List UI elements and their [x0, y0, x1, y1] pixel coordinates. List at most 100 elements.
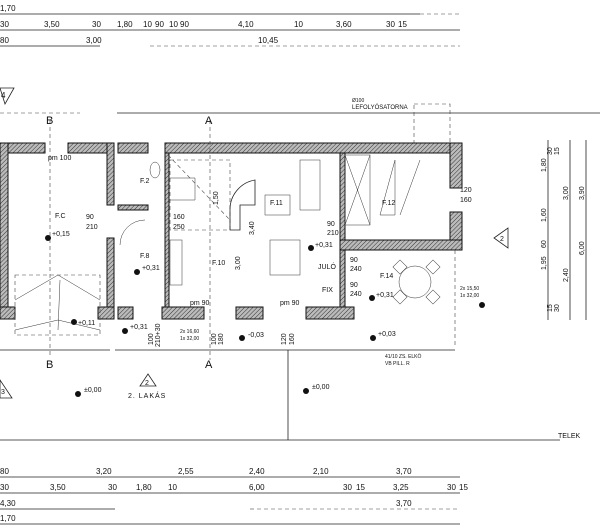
dim-label: 4,10 — [238, 20, 254, 29]
dim-label: 10,45 — [258, 36, 279, 45]
dim-label: 30 — [386, 20, 395, 29]
opening-label: 90 — [86, 214, 94, 221]
dim-label: 1,50 — [213, 191, 220, 205]
dim-label: 3,25 — [393, 483, 409, 492]
neighbor-label: TELEK — [558, 433, 581, 440]
dim-label: 6,00 — [579, 241, 586, 255]
right-dimension-chain: 1,80 3,00 1,60 3,90 1,95 2,40 6,00 60 30… — [541, 140, 587, 320]
opening-label: pm 90 — [190, 300, 210, 307]
room-label: F.12 — [382, 200, 395, 207]
dim-label: 3,70 — [396, 467, 412, 476]
opening-label: 120 — [281, 333, 288, 345]
dim-label: 10 — [143, 20, 152, 29]
level-label: ±0,00 — [312, 384, 330, 391]
dim-label: 1,80 — [136, 483, 152, 492]
view-marker — [139, 373, 157, 387]
interior-details — [0, 120, 560, 441]
dim-label: 30 — [554, 304, 561, 312]
opening-label: 90 — [350, 282, 358, 289]
dim-label: 3,00 — [235, 256, 242, 270]
dim-label: 10 — [169, 20, 178, 29]
view-marker-label: 2 — [500, 236, 504, 243]
bottom-dimension-chain: 80 3,20 2,55 2,40 2,10 3,70 30 3,50 30 1… — [0, 467, 468, 525]
opening-label: 180 — [218, 333, 225, 345]
opening-label: pm 90 — [280, 300, 300, 307]
view-marker-label: 2 — [145, 380, 149, 387]
top-dimension-chain: 1,70 30 3,50 30 1,80 10 90 10 90 4,10 10… — [0, 4, 460, 47]
room-label: F.11 — [270, 200, 283, 207]
section-mark-a-bottom: A — [205, 359, 213, 371]
dim-label: 10 — [294, 20, 303, 29]
dim-label: 2,10 — [313, 467, 329, 476]
room-label: F.10 — [212, 260, 225, 267]
view-marker — [493, 227, 509, 249]
opening-label: 210+30 — [155, 323, 162, 347]
dim-label: 30 — [547, 147, 554, 155]
opening-label: 240 — [350, 291, 362, 298]
level-label: +0,03 — [378, 331, 396, 338]
opening-labels: pm 100 pm 90 pm 90 90 210 160 250 90 210… — [48, 155, 472, 347]
level-label: +0,31 — [130, 324, 148, 331]
dim-label: 30 — [92, 20, 101, 29]
dim-label: 3,50 — [44, 20, 60, 29]
opening-label: 120 — [460, 187, 472, 194]
dim-label: 80 — [0, 467, 9, 476]
dim-label: 15 — [459, 483, 468, 492]
opening-label: 90 — [350, 257, 358, 264]
view-marker-label: 4 — [1, 91, 6, 100]
dim-label: 3,90 — [579, 186, 586, 200]
dim-label: 3,50 — [50, 483, 66, 492]
dim-label: 30 — [447, 483, 456, 492]
opening-label: 160 — [173, 214, 185, 221]
level-label: +0,31 — [376, 292, 394, 299]
dim-label: 90 — [180, 20, 189, 29]
dim-label: 3,00 — [563, 186, 570, 200]
gutter-label: LEFOLYÓSATORNA — [352, 104, 408, 111]
opening-label: 160 — [289, 333, 296, 345]
balcony-label: JULÓ — [318, 262, 336, 271]
dim-label: 3,40 — [249, 221, 256, 235]
opening-label: 100 — [148, 333, 155, 345]
room-label: F.C — [55, 213, 66, 220]
view-marker — [0, 379, 13, 399]
level-label: -0,03 — [248, 332, 264, 339]
stair-note: 2x 16,60 — [180, 329, 199, 335]
dim-label: 15 — [554, 147, 561, 155]
dim-label: 30 — [343, 483, 352, 492]
dim-label: 15 — [398, 20, 407, 29]
fix-label: FIX — [322, 287, 333, 294]
stair-note: 1x 32,00 — [180, 336, 199, 342]
dim-label: 2,55 — [178, 467, 194, 476]
opening-label: 210 — [327, 230, 339, 237]
dim-label: 90 — [155, 20, 164, 29]
level-label: +0,11 — [78, 320, 95, 327]
dim-label: 30 — [0, 20, 9, 29]
opening-label: 250 — [173, 224, 185, 231]
view-marker — [0, 87, 15, 106]
walls — [0, 142, 463, 320]
dim-label: 1,95 — [541, 256, 548, 270]
level-label: ±0,00 — [84, 387, 102, 394]
level-markers: +0,15 +0,31 +0,31 +0,31 +0,31 +0,11 -0,0… — [45, 231, 485, 397]
dim-label: 3,60 — [336, 20, 352, 29]
dim-label: 1,70 — [0, 514, 16, 523]
gutter-prefix: Ø100 — [352, 98, 364, 104]
dim-label: 80 — [0, 36, 9, 45]
dim-label: 1,70 — [0, 4, 16, 13]
dim-label: 15 — [356, 483, 365, 492]
dim-label: 6,00 — [249, 483, 265, 492]
level-label: +0,15 — [52, 231, 70, 238]
level-label: +0,31 — [315, 242, 333, 249]
roof-note: 41/10 ZS. ELKÖ — [385, 353, 422, 360]
roof-note: VB PILL. R — [385, 361, 410, 367]
dim-label: 30 — [0, 483, 9, 492]
opening-label: 160 — [460, 197, 472, 204]
dim-label: 1,60 — [541, 208, 548, 222]
stair-note: 2x 15,50 — [460, 286, 479, 292]
room-label: F.2 — [140, 178, 149, 185]
stair-note: 1x 32,00 — [460, 293, 479, 299]
dim-label: 1,80 — [117, 20, 133, 29]
dim-label: 3,70 — [396, 499, 412, 508]
dim-label: 2,40 — [563, 268, 570, 282]
